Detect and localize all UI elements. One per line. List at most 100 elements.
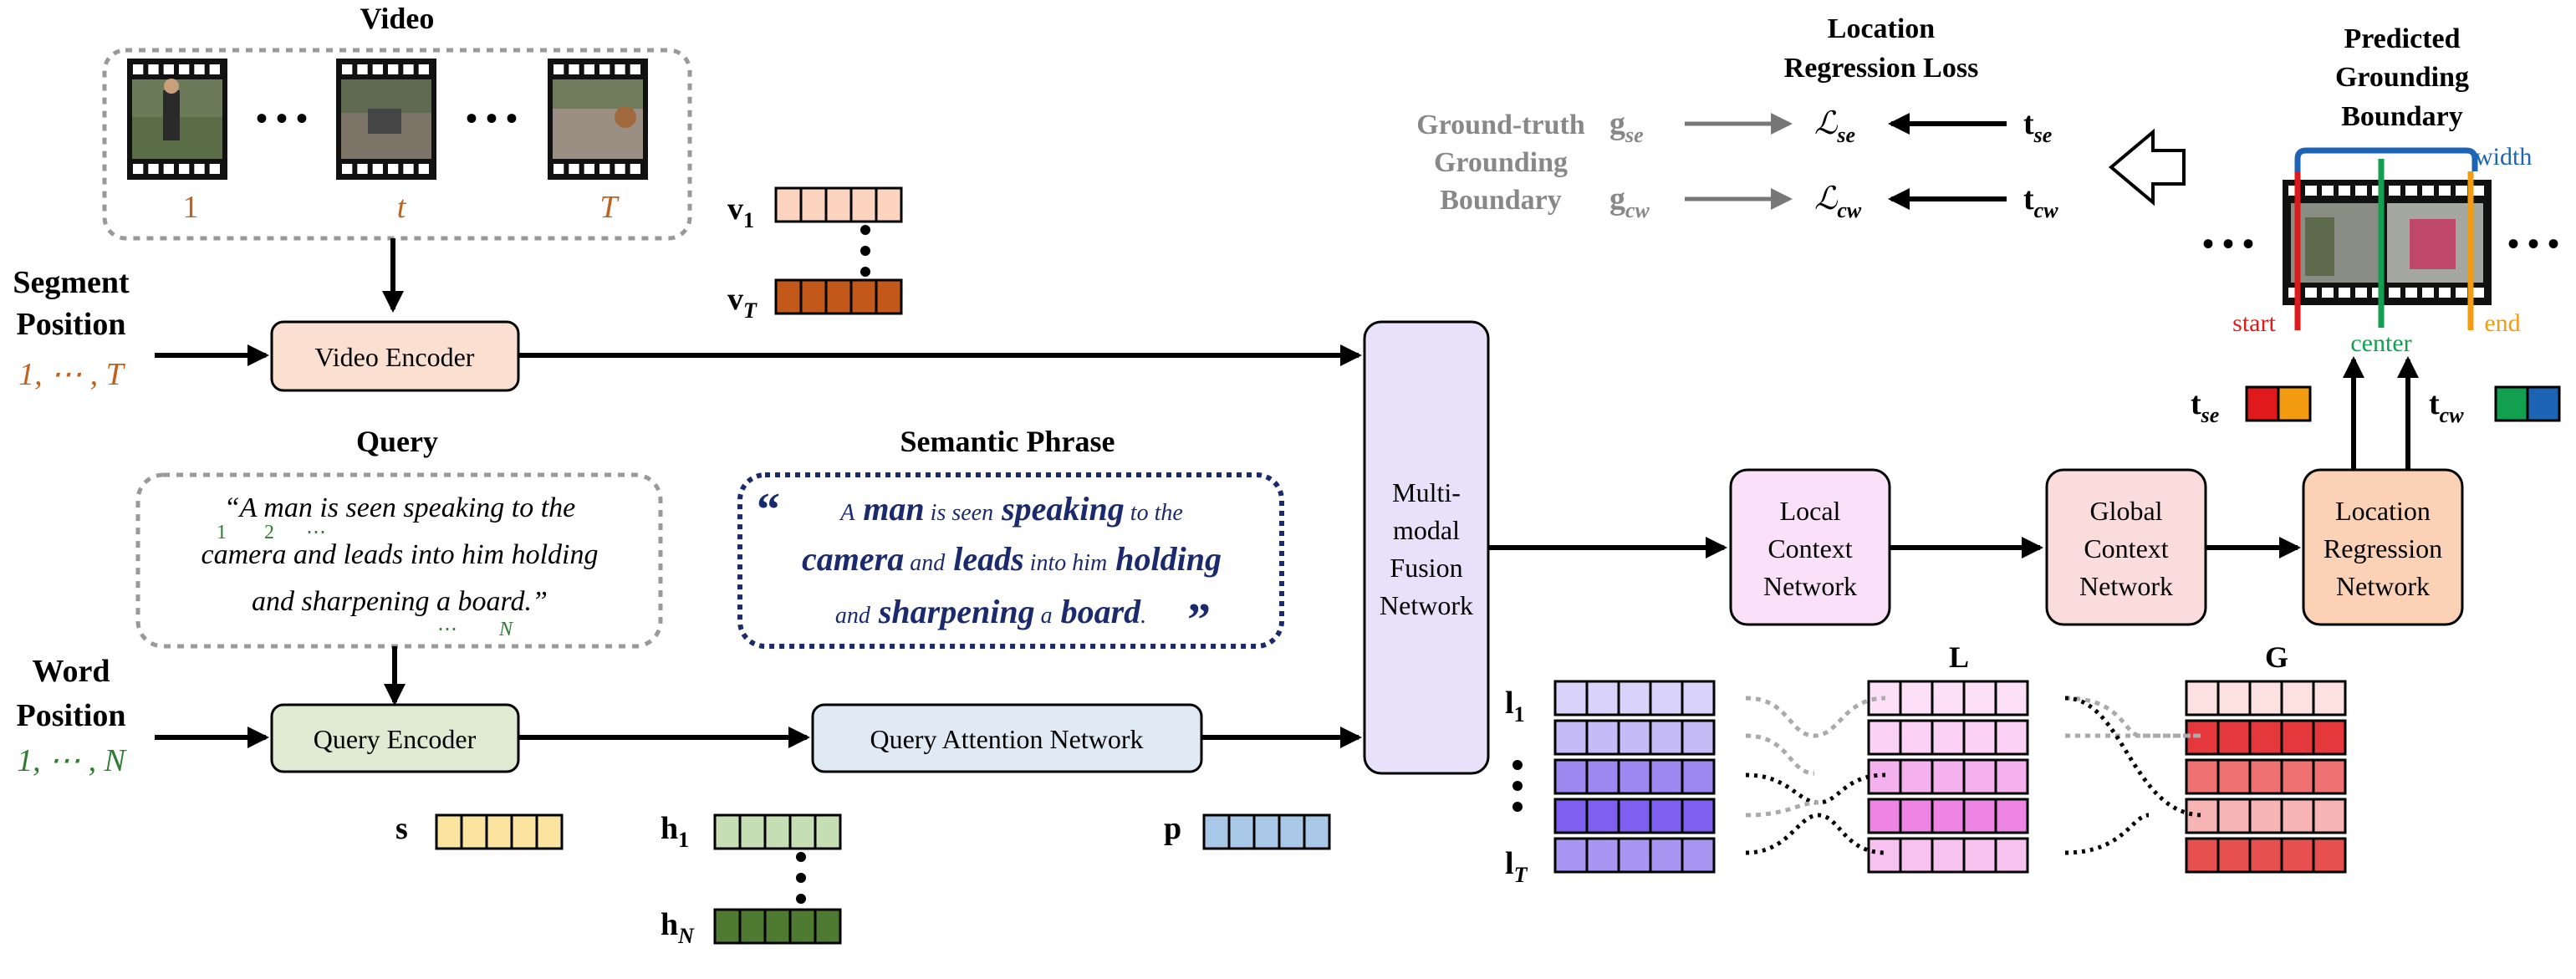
- hN-label: hN: [661, 907, 695, 948]
- sprocket-hole: [133, 164, 144, 174]
- predicted-title-1: Predicted: [2344, 23, 2460, 54]
- G-matrix-cell: [2216, 837, 2252, 874]
- local-context-label-3: Network: [1763, 571, 1857, 601]
- L-matrix-cell: [1962, 837, 1997, 874]
- sprocket-hole: [2339, 288, 2350, 298]
- vertical-dots-l: [1512, 760, 1523, 812]
- sprocket-hole: [584, 164, 594, 174]
- l-feature-matrix: [1553, 680, 1716, 874]
- gt-label-3: Boundary: [1440, 185, 1562, 216]
- t-cw-width-cell: [2526, 385, 2561, 422]
- location-regression-label-3: Network: [2336, 571, 2430, 601]
- sprocket-hole: [357, 64, 368, 74]
- video-dots-1: • • •: [256, 99, 308, 137]
- frame-index-t: t: [397, 190, 407, 225]
- query-attention-label: Query Attention Network: [870, 724, 1143, 754]
- hN-cell: [713, 908, 742, 945]
- sprocket-hole: [388, 164, 399, 174]
- L-matrix-cell: [1899, 798, 1934, 834]
- phrase-open-quote: “: [757, 484, 780, 536]
- G-matrix-label: G: [2265, 640, 2288, 674]
- s-cell: [510, 813, 538, 850]
- query-index-2: 2: [264, 522, 274, 543]
- G-matrix-cell: [2185, 719, 2220, 756]
- sprocket-hole: [2355, 288, 2367, 298]
- L-feature-matrix: [1867, 680, 2029, 874]
- sprocket-hole: [403, 64, 414, 74]
- G-matrix-cell: [2216, 798, 2252, 834]
- sprocket-hole: [2472, 186, 2484, 196]
- p-vector: [1202, 813, 1331, 850]
- l-matrix-cell: [1553, 719, 1589, 756]
- query-title: Query: [356, 425, 438, 458]
- s-cell: [485, 813, 513, 850]
- fusion-label-2: modal: [1393, 515, 1460, 545]
- l-matrix-cell: [1681, 758, 1716, 795]
- hN-cell: [738, 908, 767, 945]
- G-matrix-cell: [2312, 798, 2347, 834]
- sprocket-hole: [2422, 186, 2434, 196]
- predicted-dots-right: • • •: [2507, 225, 2559, 263]
- sprocket-hole: [2389, 288, 2400, 298]
- phrase-line-3: and sharpening a board.: [835, 593, 1146, 630]
- h1-label: h1: [661, 811, 689, 852]
- sprocket-hole: [194, 164, 205, 174]
- L-matrix-cell: [1931, 719, 1966, 756]
- L-matrix-cell: [1962, 680, 1997, 716]
- center-label: center: [2350, 329, 2411, 357]
- frame-index-1: 1: [183, 190, 199, 225]
- global-context-label-2: Context: [2084, 533, 2168, 563]
- phrase-line-1: A man is seen speaking to the: [839, 490, 1183, 528]
- sprocket-hole: [372, 64, 383, 74]
- G-matrix-cell: [2280, 837, 2315, 874]
- sprocket-hole: [179, 64, 190, 74]
- sprocket-hole: [2405, 186, 2417, 196]
- sprocket-hole: [615, 164, 625, 174]
- video-frame-t: [336, 59, 436, 180]
- L-to-G-connectors: [2064, 696, 2204, 855]
- G-matrix-cell: [2248, 680, 2283, 716]
- L-matrix-cell: [1931, 680, 1966, 716]
- segment-position-range: 1, ⋯ , T: [18, 357, 126, 392]
- sprocket-hole: [2472, 288, 2484, 298]
- G-matrix-cell: [2312, 837, 2347, 874]
- sprocket-hole: [2339, 186, 2350, 196]
- l-matrix-cell: [1553, 680, 1589, 716]
- sprocket-hole: [2439, 186, 2451, 196]
- query-line-2: camera and leads into him holding: [201, 539, 598, 570]
- l-matrix-cell: [1649, 758, 1684, 795]
- sprocket-hole: [372, 164, 383, 174]
- sprocket-hole: [357, 164, 368, 174]
- h1-cell: [814, 813, 842, 850]
- l-matrix-cell: [1617, 680, 1652, 716]
- vT-cell: [774, 278, 803, 315]
- G-matrix-cell: [2312, 758, 2347, 795]
- fusion-label-4: Network: [1380, 590, 1473, 620]
- l-matrix-cell: [1681, 798, 1716, 834]
- phrase-line-2: camera and leads into him holding: [802, 540, 1222, 578]
- t-se-end-cell: [2277, 385, 2312, 422]
- hN-cell: [763, 908, 792, 945]
- sprocket-hole: [2422, 288, 2434, 298]
- sprocket-hole: [342, 164, 353, 174]
- l-matrix-cell: [1617, 798, 1652, 834]
- L-matrix-cell: [1962, 719, 1997, 756]
- L-matrix-cell: [1899, 680, 1934, 716]
- query-line-3: and sharpening a board.”: [252, 586, 548, 617]
- sprocket-hole: [2456, 186, 2467, 196]
- vT-cell: [849, 278, 878, 315]
- hN-cell: [788, 908, 817, 945]
- sprocket-hole: [179, 164, 190, 174]
- width-label: width: [2475, 143, 2532, 171]
- sprocket-hole: [133, 64, 144, 74]
- query-line-1: “A man is seen speaking to the: [224, 492, 576, 523]
- query-index-1: 1: [217, 522, 227, 543]
- h1-cell: [788, 813, 817, 850]
- semantic-phrase-text: “ A man is seen speaking to the camera and…: [757, 484, 1222, 646]
- fusion-label-1: Multi-: [1392, 477, 1461, 507]
- location-regression-box: [2302, 468, 2464, 626]
- l-matrix-cell: [1649, 798, 1684, 834]
- L-matrix-cell: [1931, 758, 1966, 795]
- segment-position-label-2: Position: [17, 307, 126, 342]
- sprocket-hole: [2355, 186, 2367, 196]
